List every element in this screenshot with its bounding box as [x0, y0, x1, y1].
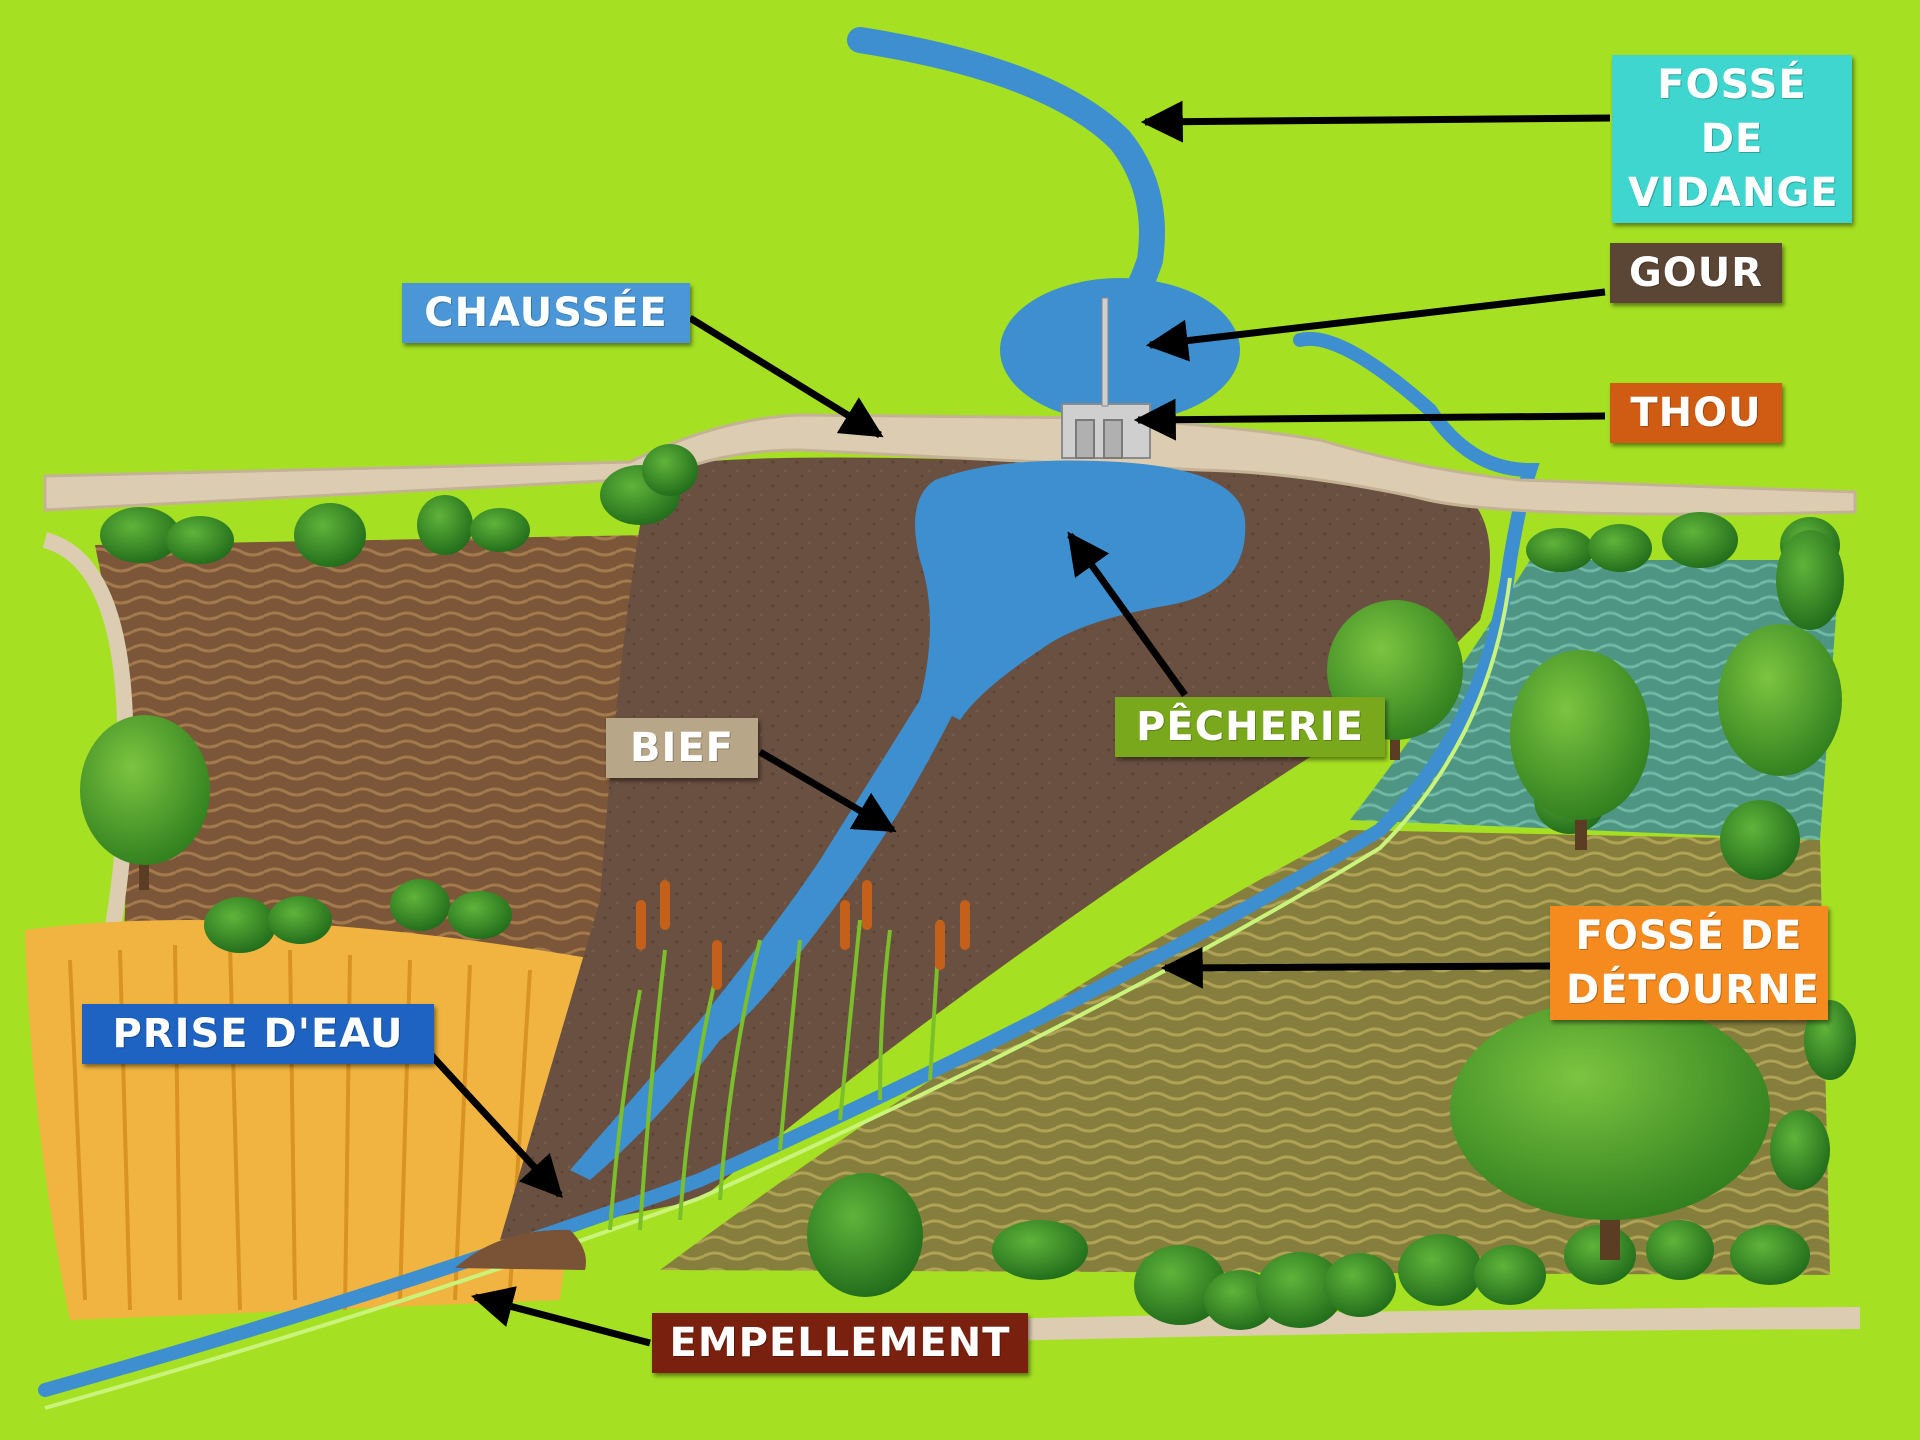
left-brown-field — [95, 535, 650, 990]
reeds — [608, 919, 942, 1231]
label-bief: BIEF — [606, 718, 758, 778]
arrow-pecherie — [1067, 531, 1188, 698]
fish-pit — [915, 460, 1246, 720]
arrow-fosse-vidange — [1140, 100, 1611, 143]
arrows — [407, 100, 1611, 1347]
arrow-chaussee — [688, 315, 884, 438]
arrow-thou — [1133, 398, 1606, 441]
label-pecherie: PÊCHERIE — [1115, 697, 1385, 757]
label-chaussee: CHAUSSÉE — [402, 283, 690, 343]
label-fosse-de-detourne: FOSSÉ DE DÉTOURNE — [1550, 906, 1828, 1020]
label-fosse-de-vidange: FOSSÉ DE VIDANGE — [1612, 55, 1852, 223]
arrow-bief — [758, 748, 897, 834]
label-gour: GOUR — [1610, 243, 1782, 303]
drain-channel — [847, 27, 1165, 313]
label-empellement: EMPELLEMENT — [652, 1313, 1028, 1373]
hedge-bushes — [100, 444, 1856, 1330]
arrow-fosse-detourne — [1160, 946, 1551, 989]
gour-basin — [1000, 278, 1240, 422]
arrow-empellement — [470, 1286, 651, 1347]
trees — [80, 530, 1844, 1297]
arrow-prise-eau — [407, 1029, 563, 1199]
arrow-gour — [1145, 288, 1606, 362]
cattails — [636, 880, 970, 990]
label-thou: THOU — [1610, 383, 1782, 443]
label-prise-d-eau: PRISE D'EAU — [82, 1004, 434, 1064]
bottom-path — [999, 1307, 1861, 1341]
empellement-mound — [455, 1229, 586, 1270]
pond-basin-soil — [500, 457, 1490, 1240]
